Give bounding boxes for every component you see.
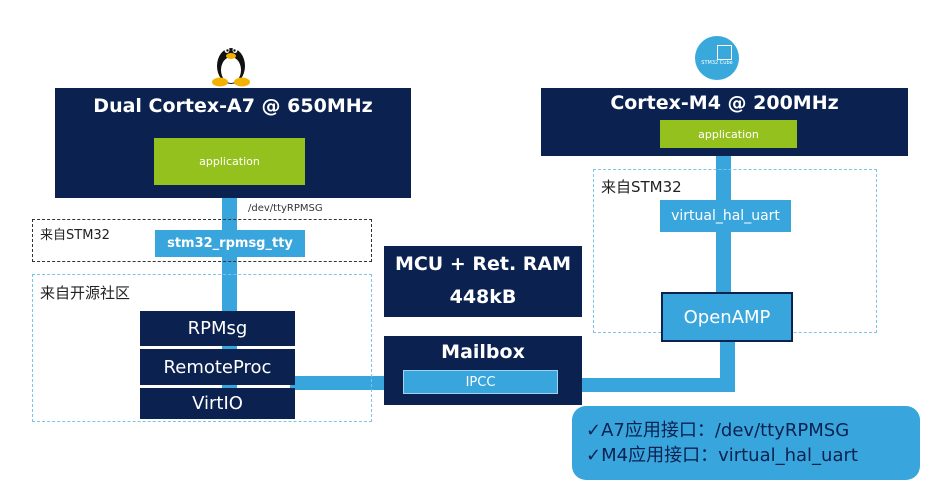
mcu-ram-size: 448kB	[449, 286, 517, 308]
stm32cube-logo-text: STM32 Cube	[701, 59, 733, 66]
community-group	[32, 274, 372, 422]
a7-stm32-group	[32, 219, 372, 262]
rpmsg-box: RPMsg	[140, 311, 295, 346]
mailbox-m4-connector	[578, 378, 735, 392]
openamp-box: OpenAMP	[661, 292, 793, 342]
m4-application-box: application	[660, 120, 797, 148]
mailbox-title: Mailbox	[441, 341, 525, 363]
virtio-box: VirtIO	[140, 388, 295, 419]
cortex-m4-title: Cortex-M4 @ 200MHz	[610, 92, 839, 114]
linux-penguin-icon	[212, 47, 250, 87]
mcu-ram-block: MCU + Ret. RAM 448kB	[384, 246, 582, 317]
stm32-rpmsg-tty-box: stm32_rpmsg_tty	[155, 230, 305, 257]
cortex-m4-block: Cortex-M4 @ 200MHz application	[541, 88, 908, 156]
m4-stm32-group-label: 来自STM32	[601, 178, 682, 196]
a7-application-box: application	[154, 138, 305, 185]
dev-tty-label: /dev/ttyRPMSG	[248, 203, 323, 214]
openamp-down-connector	[720, 340, 735, 392]
remoteproc-box: RemoteProc	[140, 349, 295, 385]
mailbox-block: Mailbox IPCC	[384, 336, 582, 405]
mcu-ram-label: MCU + Ret. RAM	[394, 253, 572, 275]
a7-stm32-group-label: 来自STM32	[40, 228, 110, 243]
summary-a7-interface: ✓A7应用接口：/dev/ttyRPMSG	[586, 420, 850, 441]
cortex-a7-block: Dual Cortex-A7 @ 650MHz application	[55, 88, 411, 198]
cortex-a7-title: Dual Cortex-A7 @ 650MHz	[93, 95, 373, 117]
summary-box: ✓A7应用接口：/dev/ttyRPMSG ✓M4应用接口：virtual_ha…	[572, 406, 920, 480]
summary-m4-interface: ✓M4应用接口：virtual_hal_uart	[586, 445, 858, 466]
stm32cube-logo-icon: STM32 Cube	[695, 36, 739, 80]
virtual-hal-uart-box: virtual_hal_uart	[660, 200, 791, 232]
a7-mailbox-connector	[290, 376, 390, 390]
community-group-label: 来自开源社区	[40, 284, 131, 302]
ipcc-box: IPCC	[403, 370, 558, 394]
